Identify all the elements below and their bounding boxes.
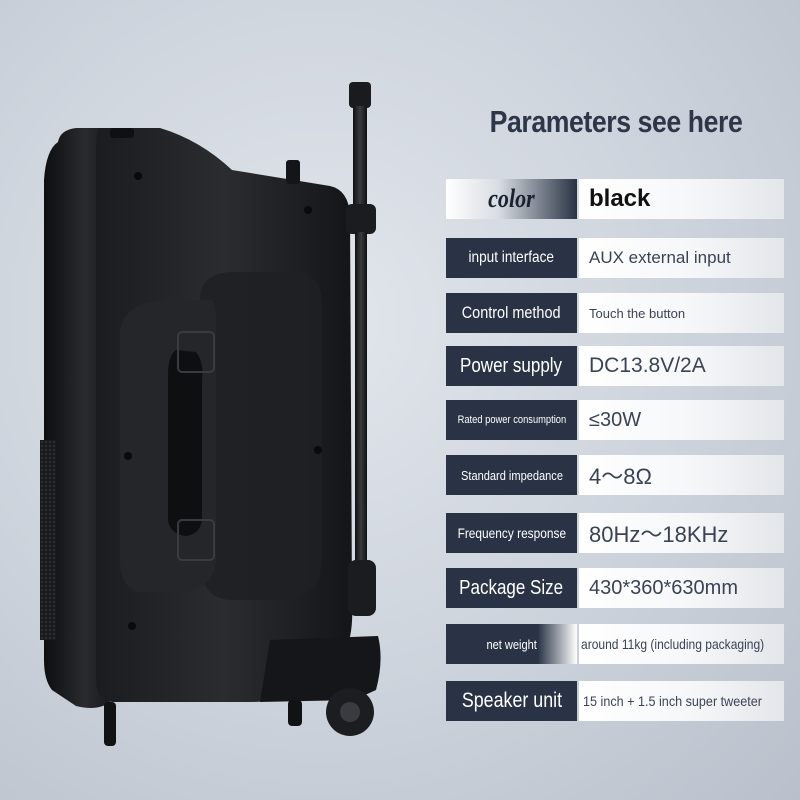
param-label: Control method <box>446 293 577 333</box>
param-label: color <box>446 179 577 219</box>
param-row-rated-power: Rated power consumption ≤30W <box>446 400 784 440</box>
param-row-package-size: Package Size 430*360*630mm <box>446 568 784 608</box>
param-value: around 11kg (including packaging) <box>579 624 784 664</box>
param-label: Speaker unit <box>446 681 577 721</box>
param-label: Power supply <box>446 346 577 386</box>
page-title: Parameters see here <box>489 104 743 139</box>
param-label: Standard impedance <box>446 455 577 495</box>
param-row-color: color black <box>446 179 784 219</box>
param-row-standard-impedance: Standard impedance 4～8Ω <box>446 455 784 495</box>
speaker-product-image <box>40 82 381 746</box>
param-value: Touch the button <box>579 293 784 333</box>
param-value: 15 inch + 1.5 inch super tweeter <box>579 681 784 721</box>
param-label: Rated power consumption <box>446 400 577 440</box>
param-label: input interface <box>446 238 577 278</box>
param-value: 80Hz～18KHz <box>579 513 784 553</box>
param-row-net-weight: net weight around 11kg (including packag… <box>446 624 784 664</box>
param-value: DC13.8V/2A <box>579 346 784 386</box>
param-label: net weight <box>446 624 577 664</box>
parameters-table: color black input interface AUX external… <box>446 0 784 800</box>
param-value: 4～8Ω <box>579 455 784 495</box>
param-row-frequency-response: Frequency response 80Hz～18KHz <box>446 513 784 553</box>
param-row-speaker-unit: Speaker unit 15 inch + 1.5 inch super tw… <box>446 681 784 721</box>
param-value: AUX external input <box>579 238 784 278</box>
param-row-input-interface: input interface AUX external input <box>446 238 784 278</box>
param-value: 430*360*630mm <box>579 568 784 608</box>
param-value: black <box>579 179 784 219</box>
param-row-power-supply: Power supply DC13.8V/2A <box>446 346 784 386</box>
param-label: Package Size <box>446 568 577 608</box>
param-label: Frequency response <box>446 513 577 553</box>
param-value: ≤30W <box>579 400 784 440</box>
param-row-control-method: Control method Touch the button <box>446 293 784 333</box>
